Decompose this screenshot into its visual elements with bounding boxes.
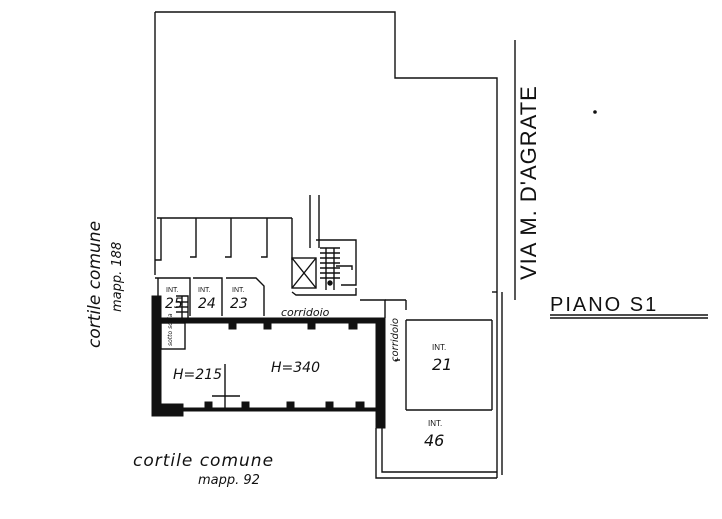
- courtyard-left-line2: mapp. 188: [110, 242, 125, 312]
- unit-25-num: 25: [165, 296, 183, 312]
- height-left: H=215: [173, 367, 222, 383]
- unit-23-int: INT.: [232, 287, 245, 294]
- unit-24-int: INT.: [198, 287, 211, 294]
- main-room-walls: [151, 295, 386, 429]
- parking-bays: [155, 217, 293, 261]
- unit-46-int: INT.: [428, 419, 442, 428]
- floor-title-underline: [550, 314, 708, 319]
- corridor-side-label: corridoio: [390, 318, 401, 362]
- unit-46-num: 46: [424, 431, 444, 450]
- unit-23-num: 23: [230, 296, 248, 312]
- unit-21-num: 21: [432, 355, 452, 374]
- small-stair: [160, 295, 189, 350]
- cellars-row: [155, 277, 386, 318]
- height-main: H=340: [271, 360, 320, 376]
- floor-title: PIANO S1: [550, 294, 658, 316]
- right-units: [375, 292, 503, 479]
- unit-21-int: INT.: [432, 343, 446, 352]
- unit-25-int: INT.: [166, 287, 179, 294]
- courtyard-left-line1: cortile comune: [85, 221, 105, 348]
- courtyard-bottom-line1: cortile comune: [133, 451, 274, 471]
- building-outline: [154, 11, 498, 293]
- unit-24-num: 24: [198, 296, 216, 312]
- street-name: VIA M. D'AGRATE: [516, 85, 541, 280]
- corridor-top-label: corridoio: [281, 306, 330, 319]
- courtyard-bottom-line2: mapp. 92: [198, 473, 260, 488]
- service-shaft: [309, 195, 320, 248]
- sotto-scala-label: sotto scala: [167, 313, 174, 346]
- pencil-dot: [593, 110, 597, 114]
- staircase: [291, 239, 357, 296]
